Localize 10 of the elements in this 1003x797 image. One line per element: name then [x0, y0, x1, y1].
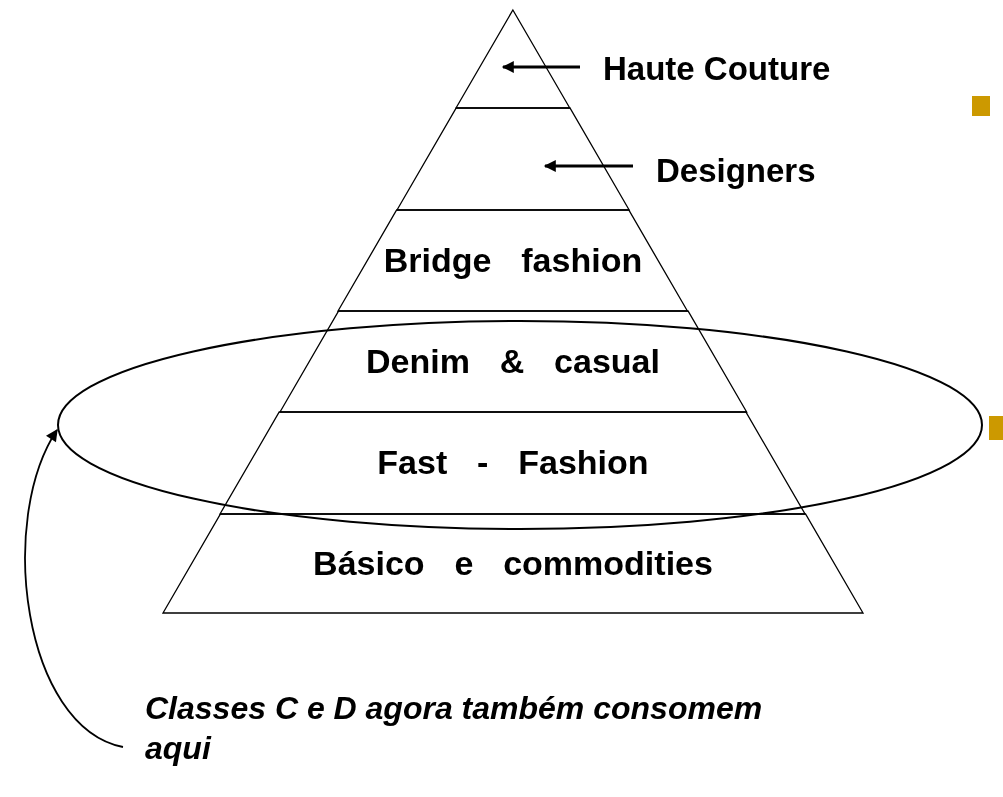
tier-label: Designers: [656, 151, 816, 191]
arrow: [24, 428, 124, 748]
arrow: [543, 160, 633, 172]
tier-label: Haute Couture: [603, 49, 831, 89]
tier-label: Bridge fashion: [382, 240, 644, 280]
tier-label: Básico e commodities: [312, 543, 714, 583]
annotation-text: Classes C e D agora também consomem aqui: [145, 689, 764, 768]
tier-label: Fast - Fashion: [376, 443, 650, 482]
tier-label: Denim & casual: [364, 341, 661, 381]
arrow: [501, 61, 580, 73]
